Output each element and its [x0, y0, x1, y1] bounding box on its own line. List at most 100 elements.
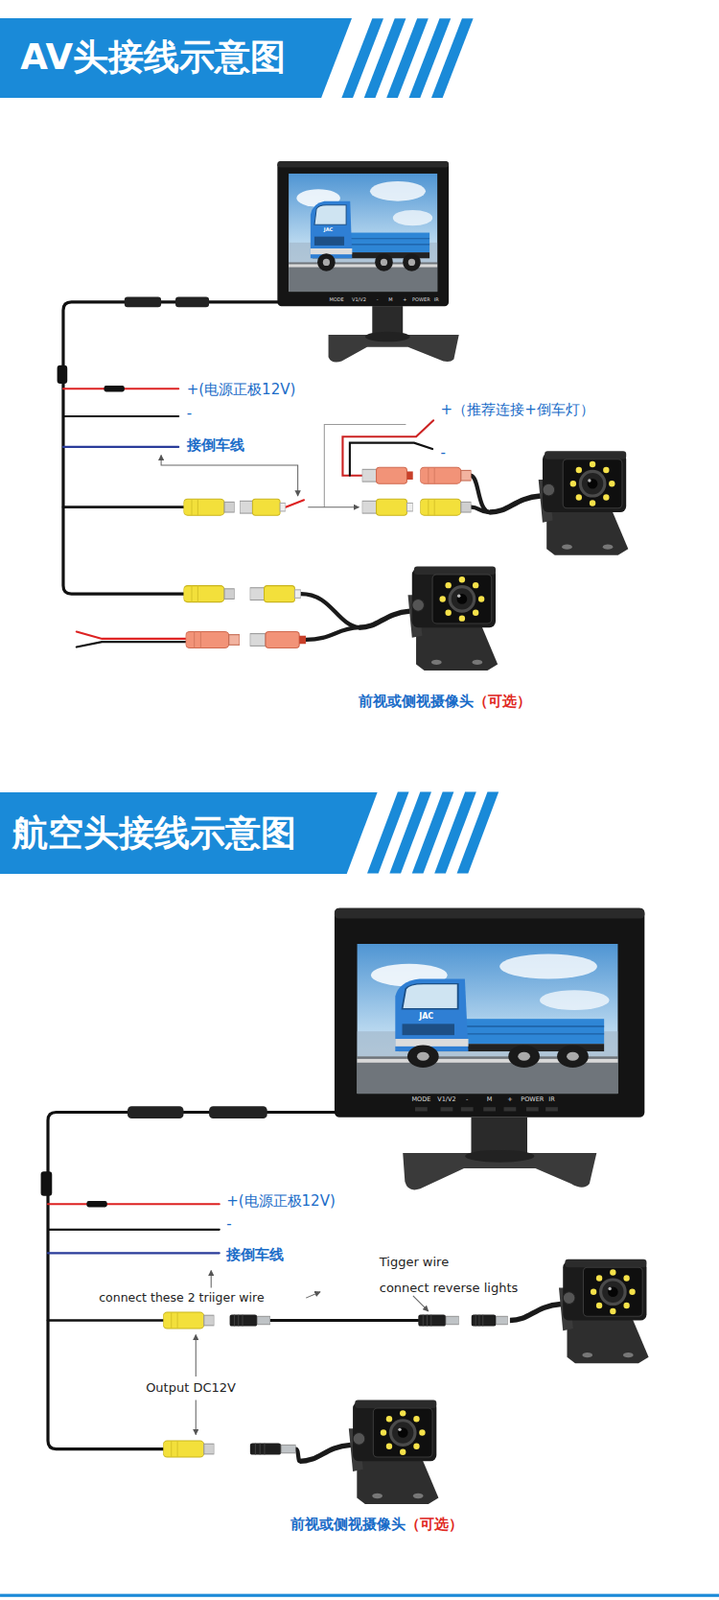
camera-label: 前视或侧视摄像头	[358, 693, 474, 710]
monitor	[277, 161, 449, 306]
header-band-fill	[0, 791, 378, 874]
leader-line	[413, 1295, 429, 1311]
camera	[358, 565, 498, 671]
monitor	[504, 1106, 517, 1111]
button-label: MODE	[328, 297, 344, 303]
header-band-fill	[0, 18, 352, 98]
wire-harness	[296, 1448, 301, 1462]
button-label: M	[487, 1095, 493, 1103]
wire-harness	[208, 300, 278, 303]
connector	[419, 498, 471, 515]
wire-harness	[183, 1110, 209, 1114]
button-label: MODE	[411, 1095, 431, 1103]
header-stripes	[457, 790, 500, 873]
connector	[183, 585, 234, 603]
connector	[175, 297, 209, 308]
button-label: POWER	[412, 297, 431, 303]
connector	[162, 1311, 214, 1328]
connector	[362, 498, 414, 515]
wire-harness	[47, 1318, 163, 1322]
wire-label: -	[440, 445, 446, 463]
section-heading: AV头接线示意图	[0, 18, 352, 98]
connector	[250, 630, 307, 648]
monitor	[545, 1106, 558, 1111]
connector	[127, 1105, 185, 1118]
camera	[300, 1399, 440, 1505]
button-label: +	[507, 1095, 512, 1103]
header-band: AV头接线示意图	[0, 18, 352, 98]
wire-label: +（推荐连接+倒车灯）	[440, 401, 595, 418]
monitor	[415, 1106, 558, 1111]
header-band: 航空头接线示意图	[0, 791, 378, 874]
optional-note: （可选）	[405, 1516, 464, 1533]
wire-harness	[270, 1318, 418, 1322]
wire-harness	[76, 630, 186, 638]
wire-harness	[267, 1110, 335, 1114]
wire-harness	[301, 593, 360, 627]
button-label: V1/V2	[437, 1095, 456, 1103]
button-label: M	[388, 297, 393, 303]
button-label: POWER	[520, 1095, 544, 1103]
wire-harness	[47, 1251, 220, 1253]
monitor	[365, 331, 411, 343]
connector	[57, 365, 69, 384]
wire-label: -	[186, 405, 192, 422]
note-text: connect reverse lights	[379, 1279, 519, 1295]
button-label: -	[376, 297, 379, 303]
wire-label: 接倒车线	[186, 437, 245, 454]
button-label: V1/V2	[351, 297, 367, 303]
monitor	[334, 907, 645, 1117]
monitor	[288, 173, 438, 292]
logo-text: JAC	[324, 228, 333, 234]
wire-harness	[63, 505, 185, 509]
leader-line	[195, 1399, 197, 1435]
connector	[104, 385, 125, 392]
monitor	[356, 943, 618, 1093]
connector	[229, 1314, 271, 1326]
connector	[208, 1105, 268, 1118]
connector	[250, 585, 302, 603]
button-label: IR	[434, 297, 440, 303]
monitor	[440, 1106, 454, 1111]
logo-text: JAC	[418, 1011, 434, 1021]
monitor	[277, 161, 459, 362]
note-text: Tigger wire	[379, 1253, 449, 1269]
monitor	[415, 1106, 428, 1111]
wire-harness	[305, 626, 359, 640]
leader-line	[305, 1291, 321, 1298]
wire-label: -	[226, 1215, 232, 1232]
monitor	[334, 907, 645, 919]
connector	[417, 1314, 460, 1326]
monitor	[277, 161, 449, 167]
wire-label: +(电源正极12V)	[186, 382, 297, 399]
connector	[470, 1314, 508, 1326]
connector	[41, 1170, 53, 1196]
wire-harness	[47, 1202, 220, 1205]
monitor	[526, 1106, 539, 1111]
button-label: IR	[548, 1095, 555, 1103]
section-heading: 航空头接线示意图	[0, 791, 378, 874]
leader-line	[195, 1333, 197, 1376]
wire-harness	[47, 1228, 220, 1230]
note-text: Output DC12V	[145, 1379, 236, 1394]
wire-harness	[76, 641, 186, 647]
monitor	[334, 907, 645, 1190]
camera-label: 前视或侧视摄像头	[290, 1516, 406, 1533]
connector	[362, 466, 414, 484]
header-stripes	[431, 18, 474, 98]
wire-harness	[285, 499, 304, 507]
wire-harness	[161, 300, 176, 303]
connector	[183, 498, 234, 515]
note-text: connect these 2 triiger wire	[98, 1290, 264, 1304]
wire-harness	[63, 415, 179, 418]
connector	[239, 498, 286, 515]
connector	[250, 1442, 297, 1455]
wire-harness	[63, 301, 185, 594]
camera	[358, 450, 628, 671]
optional-note: （可选）	[473, 693, 532, 710]
camera	[300, 1258, 650, 1504]
camera	[510, 1258, 650, 1364]
connector	[86, 1200, 107, 1207]
leader-line	[161, 454, 299, 496]
